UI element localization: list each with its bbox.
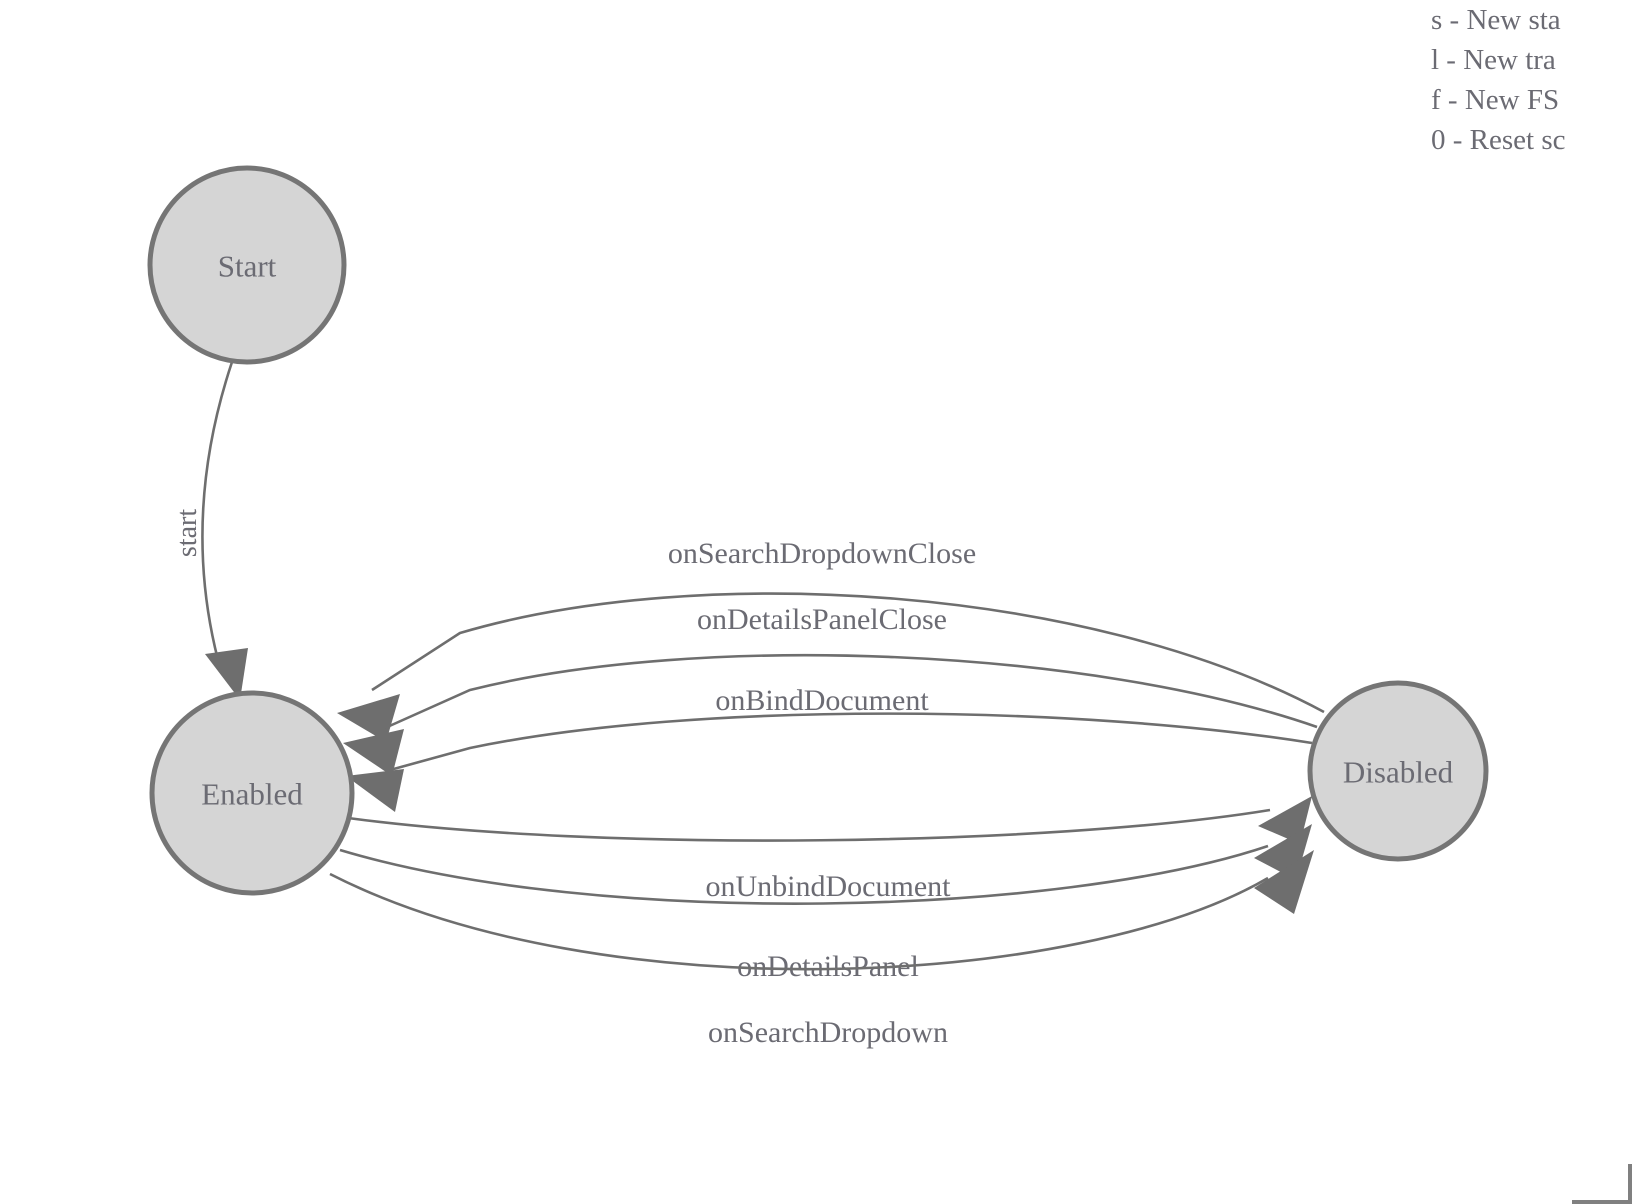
edge-label-start: start — [172, 509, 203, 557]
corner-horizontal-bar — [1572, 1200, 1632, 1204]
edge-path — [339, 844, 1269, 905]
edge-path — [384, 653, 1318, 730]
edge-enabled-to-disabled-searchdropdown[interactable]: onSearchDropdown — [329, 850, 1314, 1049]
shortcut-new-transition: l - New tra — [1431, 44, 1556, 76]
edge-path — [371, 592, 1325, 714]
node-shape — [147, 165, 347, 365]
edge-path — [389, 712, 1313, 772]
arrowhead-icon — [1254, 850, 1314, 914]
edge-disabled-to-enabled-searchdropdownclose[interactable]: onSearchDropdownClose — [337, 537, 1325, 742]
node-enabled[interactable]: Enabled — [149, 690, 355, 896]
shortcut-new-fsm: f - New FS — [1431, 84, 1560, 116]
arrowhead-icon — [337, 694, 400, 742]
arrowhead-icon — [343, 729, 404, 776]
edge-start-to-enabled[interactable]: start — [172, 361, 248, 700]
arrowhead-icon — [346, 769, 404, 812]
arrowhead-icon — [205, 648, 248, 700]
resize-corner-handle[interactable] — [1572, 1164, 1632, 1204]
node-shape — [1307, 680, 1489, 862]
shortcut-new-state: s - New sta — [1431, 4, 1561, 36]
edge-path — [329, 872, 1269, 971]
node-disabled[interactable]: Disabled — [1307, 680, 1489, 862]
edge-label-ondetailspanelclose: onDetailsPanelClose — [697, 603, 947, 636]
node-label-enabled: Enabled — [201, 777, 303, 812]
edge-label-onbinddocument: onBindDocument — [715, 684, 929, 717]
node-label-start: Start — [218, 249, 277, 284]
edge-label-onsearchdropdown: onSearchDropdown — [708, 1016, 948, 1049]
keyboard-shortcuts-legend: s - New sta l - New tra f - New FS 0 - R… — [1431, 0, 1632, 160]
edge-label-onsearchdropdownclose: onSearchDropdownClose — [668, 537, 976, 570]
node-label-disabled: Disabled — [1343, 755, 1454, 790]
edge-disabled-to-enabled-detailspanelclose[interactable]: onDetailsPanelClose — [343, 603, 1318, 776]
edge-enabled-to-disabled-detailspanel[interactable]: onDetailsPanel — [339, 824, 1312, 983]
node-shape — [149, 690, 355, 896]
corner-vertical-bar — [1628, 1164, 1632, 1204]
edge-path — [347, 808, 1271, 842]
edge-label-onunbinddocument: onUnbindDocument — [706, 870, 952, 903]
edge-disabled-to-enabled-binddocument[interactable]: onBindDocument — [346, 684, 1313, 812]
node-start[interactable]: Start — [147, 165, 347, 365]
edge-path — [201, 361, 234, 661]
edge-enabled-to-disabled-unbinddocument[interactable]: onUnbindDocument — [347, 796, 1312, 903]
shortcut-reset-scene: 0 - Reset sc — [1431, 124, 1566, 156]
